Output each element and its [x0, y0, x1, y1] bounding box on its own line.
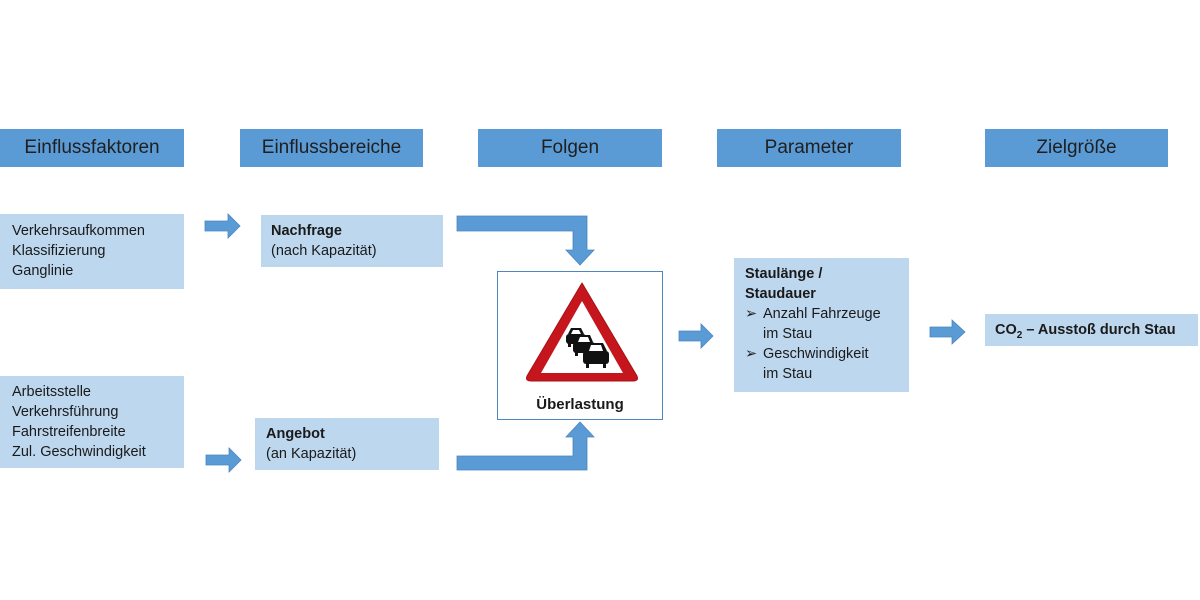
- factor-item: Ganglinie: [12, 263, 74, 279]
- parameter-bullet: ➢ Anzahl Fahrzeuge im Stau: [745, 304, 909, 344]
- demand-subtitle: (nach Kapazität): [271, 243, 377, 259]
- demand-title: Nachfrage: [271, 223, 342, 239]
- factors-bottom-box: Arbeitsstelle Verkehrsführung Fahrstreif…: [0, 376, 184, 468]
- header-einflussbereiche: Einflussbereiche: [240, 129, 423, 167]
- arrow-overload-to-parameter: [678, 323, 714, 349]
- arrow-parameter-to-target: [929, 319, 966, 345]
- parameter-box: Staulänge / Staudauer ➢ Anzahl Fahrzeuge…: [734, 258, 909, 392]
- header-einflussfaktoren: Einflussfaktoren: [0, 129, 184, 167]
- target-rest: – Ausstoß durch Stau: [1022, 322, 1176, 338]
- demand-box: Nachfrage (nach Kapazität): [261, 215, 443, 267]
- bullet-line: im Stau: [763, 366, 813, 382]
- supply-title: Angebot: [266, 426, 325, 442]
- arrow-bullet-icon: ➢: [745, 306, 758, 322]
- factor-item: Verkehrsaufkommen: [12, 223, 145, 239]
- arrow-supply-to-overload: [456, 421, 595, 471]
- parameter-title-line1: Staulänge /: [745, 266, 823, 282]
- overload-box: Überlastung: [497, 271, 663, 420]
- bullet-line: Anzahl Fahrzeuge: [763, 306, 881, 322]
- bullet-line: im Stau: [763, 326, 813, 342]
- bullet-line: Geschwindigkeit: [763, 346, 869, 362]
- factor-item: Zul. Geschwindigkeit: [12, 444, 146, 460]
- header-zielgroesse: Zielgröße: [985, 129, 1168, 167]
- parameter-title-line2: Staudauer: [745, 286, 816, 302]
- factor-item: Klassifizierung: [12, 243, 106, 259]
- target-co: CO: [995, 322, 1017, 338]
- target-subscript: 2: [1016, 329, 1023, 341]
- arrow-factors-top-to-demand: [204, 213, 241, 239]
- arrow-bullet-icon: ➢: [745, 346, 758, 362]
- arrow-demand-to-overload: [456, 215, 595, 266]
- parameter-bullet: ➢ Geschwindigkeit im Stau: [745, 344, 909, 384]
- factors-top-box: Verkehrsaufkommen Klassifizierung Gangli…: [0, 214, 184, 289]
- factor-item: Verkehrsführung: [12, 404, 119, 420]
- arrow-factors-bottom-to-supply: [205, 447, 242, 473]
- supply-subtitle: (an Kapazität): [266, 446, 357, 462]
- target-box: CO2 – Ausstoß durch Stau: [985, 314, 1198, 346]
- factor-item: Arbeitsstelle: [12, 384, 91, 400]
- header-parameter: Parameter: [717, 129, 901, 167]
- supply-box: Angebot (an Kapazität): [255, 418, 439, 470]
- overload-label: Überlastung: [536, 396, 624, 413]
- factor-item: Fahrstreifenbreite: [12, 424, 126, 440]
- header-folgen: Folgen: [478, 129, 662, 167]
- traffic-jam-warning-icon: [526, 282, 638, 382]
